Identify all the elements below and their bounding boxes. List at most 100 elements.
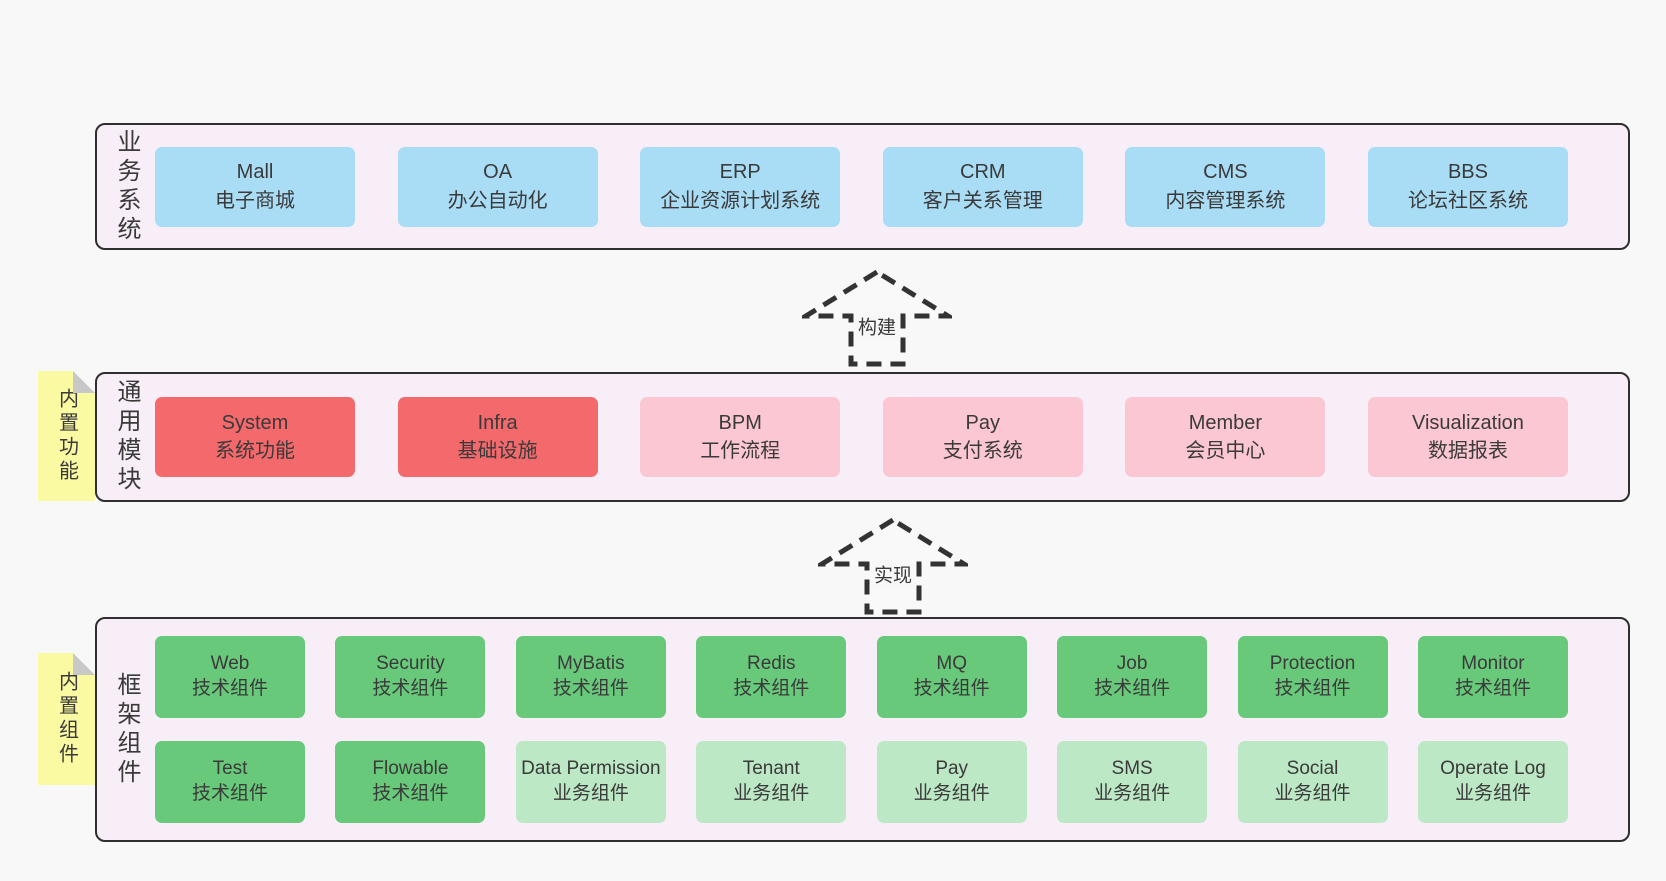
box-subtitle: 业务组件 bbox=[913, 783, 990, 804]
box-subtitle: 业务组件 bbox=[1274, 783, 1351, 804]
panel-label-text: 业务系统 bbox=[113, 128, 140, 245]
box-title: MyBatis bbox=[557, 653, 625, 675]
box-subtitle: 电子商城 bbox=[215, 189, 295, 212]
box-subtitle: 系统功能 bbox=[215, 440, 295, 462]
box-title: BBS bbox=[1447, 161, 1488, 184]
box-title: Security bbox=[376, 653, 445, 675]
box-title: Social bbox=[1286, 758, 1339, 780]
sticky-note-builtin-features: 内置功能 bbox=[38, 371, 95, 501]
box-title: Monitor bbox=[1461, 653, 1525, 675]
box-title: Visualization bbox=[1412, 411, 1524, 434]
box-member: Member 会员中心 bbox=[1125, 397, 1326, 477]
box-subtitle: 技术组件 bbox=[913, 678, 990, 699]
box-title: Pay bbox=[965, 411, 1001, 434]
box-subtitle: 企业资源计划系统 bbox=[660, 189, 821, 212]
box-title: Protection bbox=[1269, 653, 1356, 675]
box-subtitle: 会员中心 bbox=[1185, 440, 1266, 462]
component-row-2: Test 技术组件 Flowable 技术组件 Data Permission … bbox=[155, 741, 1568, 823]
box-title: MQ bbox=[936, 653, 967, 675]
box-monitor: Monitor 技术组件 bbox=[1417, 636, 1568, 718]
box-visualization: Visualization 数据报表 bbox=[1367, 397, 1568, 477]
box-subtitle: 业务组件 bbox=[1094, 783, 1171, 804]
box-subtitle: 办公自动化 bbox=[447, 189, 548, 212]
box-bbs: BBS 论坛社区系统 bbox=[1367, 146, 1568, 227]
box-infra: Infra 基础设施 bbox=[397, 397, 598, 477]
box-title: ERP bbox=[719, 161, 761, 184]
box-title: Pay bbox=[935, 758, 969, 780]
box-title: Data Permission bbox=[521, 758, 661, 780]
box-crm: CRM 客户关系管理 bbox=[882, 146, 1083, 227]
box-title: SMS bbox=[1111, 758, 1153, 780]
box-title: Mall bbox=[236, 161, 274, 184]
box-subtitle: 论坛社区系统 bbox=[1407, 189, 1528, 212]
box-mq: MQ 技术组件 bbox=[876, 636, 1027, 718]
box-subtitle: 技术组件 bbox=[1094, 678, 1171, 699]
box-subtitle: 基础设施 bbox=[457, 440, 538, 462]
box-operate-log: Operate Log 业务组件 bbox=[1417, 741, 1568, 823]
box-subtitle: 客户关系管理 bbox=[922, 189, 1043, 212]
box-title: Member bbox=[1188, 411, 1263, 434]
implement-arrow-label: 实现 bbox=[870, 559, 916, 589]
box-security: Security 技术组件 bbox=[335, 636, 486, 718]
box-subtitle: 技术组件 bbox=[372, 678, 449, 699]
box-subtitle: 数据报表 bbox=[1427, 440, 1508, 462]
box-mybatis: MyBatis 技术组件 bbox=[515, 636, 666, 718]
box-subtitle: 技术组件 bbox=[1274, 678, 1351, 699]
box-oa: OA 办公自动化 bbox=[397, 146, 598, 227]
box-sms: SMS 业务组件 bbox=[1057, 741, 1208, 823]
framework-components-panel: 框架组件 Web 技术组件 Security 技术组件 MyBatis 技术组件… bbox=[95, 617, 1630, 842]
box-subtitle: 技术组件 bbox=[191, 783, 268, 804]
box-title: Web bbox=[210, 653, 250, 675]
box-pay-module: Pay 支付系统 bbox=[882, 397, 1083, 477]
box-subtitle: 技术组件 bbox=[1454, 678, 1531, 699]
box-title: Tenant bbox=[742, 758, 800, 780]
box-title: System bbox=[221, 411, 289, 434]
box-subtitle: 技术组件 bbox=[552, 678, 629, 699]
box-subtitle: 工作流程 bbox=[700, 440, 781, 462]
module-boxes-row: System 系统功能 Infra 基础设施 BPM 工作流程 Pay 支付系统… bbox=[155, 374, 1568, 500]
box-bpm: BPM 工作流程 bbox=[640, 397, 841, 477]
box-web: Web 技术组件 bbox=[155, 636, 305, 718]
box-protection: Protection 技术组件 bbox=[1237, 636, 1388, 718]
box-title: CRM bbox=[960, 161, 1006, 184]
box-title: Infra bbox=[477, 411, 518, 434]
box-flowable: Flowable 技术组件 bbox=[335, 741, 486, 823]
box-test: Test 技术组件 bbox=[155, 741, 305, 823]
box-subtitle: 技术组件 bbox=[733, 678, 810, 699]
box-title: Operate Log bbox=[1440, 758, 1546, 780]
box-mall: Mall 电子商城 bbox=[155, 146, 355, 227]
box-subtitle: 内容管理系统 bbox=[1165, 189, 1286, 212]
sticky-note-builtin-components: 内置组件 bbox=[38, 653, 95, 785]
box-tenant: Tenant 业务组件 bbox=[696, 741, 847, 823]
panel-label-text: 框架组件 bbox=[113, 671, 140, 788]
panel-label-common-modules: 通用模块 bbox=[97, 374, 155, 500]
component-row-1: Web 技术组件 Security 技术组件 MyBatis 技术组件 Redi… bbox=[155, 636, 1568, 718]
box-social: Social 业务组件 bbox=[1237, 741, 1388, 823]
box-subtitle: 业务组件 bbox=[733, 783, 810, 804]
box-title: Flowable bbox=[372, 758, 449, 780]
build-arrow: 构建 bbox=[802, 268, 952, 368]
business-systems-panel: 业务系统 Mall 电子商城 OA 办公自动化 ERP 企业资源计划系统 CRM… bbox=[95, 123, 1630, 250]
business-boxes-row: Mall 电子商城 OA 办公自动化 ERP 企业资源计划系统 CRM 客户关系… bbox=[155, 125, 1568, 248]
common-modules-panel: 通用模块 System 系统功能 Infra 基础设施 BPM 工作流程 Pay… bbox=[95, 372, 1630, 502]
implement-arrow: 实现 bbox=[818, 516, 968, 616]
box-subtitle: 技术组件 bbox=[191, 678, 268, 699]
box-subtitle: 业务组件 bbox=[552, 783, 629, 804]
build-arrow-label: 构建 bbox=[854, 311, 900, 341]
component-boxes-grid: Web 技术组件 Security 技术组件 MyBatis 技术组件 Redi… bbox=[155, 619, 1568, 840]
box-title: Test bbox=[212, 758, 248, 780]
box-title: OA bbox=[483, 161, 513, 184]
box-title: Job bbox=[1116, 653, 1148, 675]
panel-label-business-systems: 业务系统 bbox=[97, 125, 155, 248]
box-cms: CMS 内容管理系统 bbox=[1125, 146, 1326, 227]
box-title: Redis bbox=[746, 653, 796, 675]
box-title: BPM bbox=[718, 411, 762, 434]
box-subtitle: 支付系统 bbox=[942, 440, 1023, 462]
box-subtitle: 业务组件 bbox=[1454, 783, 1531, 804]
panel-label-framework-components: 框架组件 bbox=[97, 619, 155, 840]
box-pay-component: Pay 业务组件 bbox=[876, 741, 1027, 823]
box-subtitle: 技术组件 bbox=[372, 783, 449, 804]
sticky-note-label: 内置组件 bbox=[55, 671, 78, 767]
box-job: Job 技术组件 bbox=[1057, 636, 1208, 718]
